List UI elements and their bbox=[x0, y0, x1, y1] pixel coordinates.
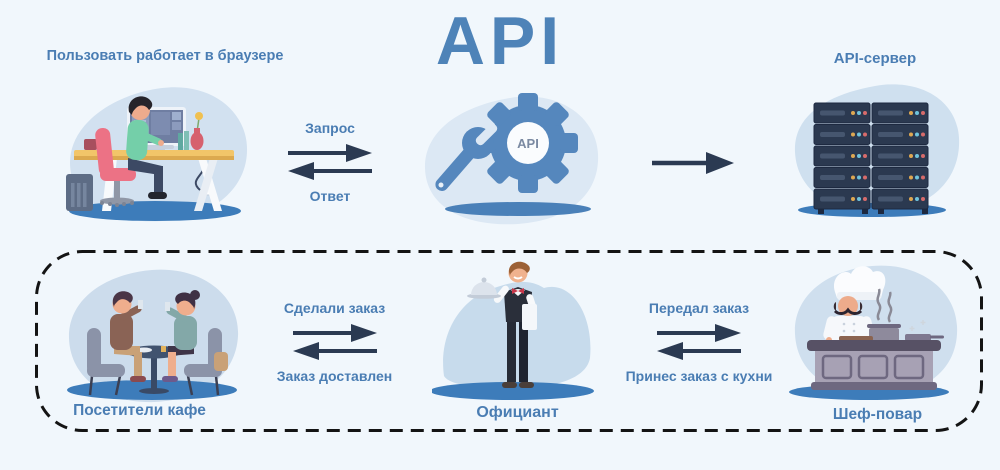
visitors-label: Посетители кафе bbox=[73, 402, 206, 419]
order-brought-label: Принес заказ с кухни bbox=[625, 368, 773, 384]
cooking-pot-icon bbox=[867, 324, 901, 342]
chef-label: Шеф-повар bbox=[832, 406, 923, 423]
bow-tie-icon bbox=[512, 288, 524, 294]
waiter-scene-graphic bbox=[430, 261, 594, 400]
napkin bbox=[522, 304, 537, 330]
chef-illustration bbox=[787, 262, 962, 412]
arrow-right-icon bbox=[346, 144, 372, 162]
order-delivered-label: Заказ доставлен bbox=[276, 368, 393, 384]
wrench-icon bbox=[435, 123, 498, 191]
chef-scene-graphic bbox=[789, 265, 958, 400]
steam-icon bbox=[876, 288, 893, 323]
cafe-analogy-dashed-frame bbox=[35, 250, 983, 432]
trash-bin-icon bbox=[66, 174, 93, 211]
server-status-leds bbox=[851, 111, 925, 201]
waiter-illustration bbox=[430, 258, 607, 411]
double-arrow-icon bbox=[288, 144, 372, 180]
flower-vase-icon bbox=[190, 112, 204, 150]
double-arrow-icon bbox=[292, 324, 377, 360]
server-label: API-сервер bbox=[833, 50, 917, 67]
response-label: Ответ bbox=[309, 188, 351, 204]
cafe-visitors-illustration bbox=[62, 262, 247, 415]
arrow-left-icon bbox=[292, 342, 319, 360]
user-at-computer-illustration bbox=[50, 82, 265, 232]
user-scene-graphic bbox=[66, 87, 248, 222]
server-scene-graphic bbox=[794, 84, 960, 217]
arrow-left-icon bbox=[657, 342, 683, 360]
order-passed-label: Передал заказ bbox=[648, 300, 750, 316]
office-chair-icon bbox=[95, 127, 136, 207]
user-label: Пользовать работает в браузере bbox=[46, 48, 284, 64]
arrow-right-icon bbox=[715, 324, 741, 342]
visitor-woman-figure bbox=[162, 290, 200, 382]
cloche-tray-icon bbox=[467, 277, 501, 299]
gear-to-server-arrow-icon bbox=[652, 152, 734, 174]
handbag-icon bbox=[214, 352, 228, 371]
request-response-arrows: Запрос Ответ bbox=[287, 120, 373, 204]
cafe-chair-right-icon bbox=[184, 328, 228, 396]
api-server-illustration bbox=[785, 76, 965, 226]
kitchen-arrows: Передал заказ Принес заказ с кухни bbox=[625, 300, 773, 384]
frying-pan-icon bbox=[905, 320, 944, 341]
gear-scene-graphic: API bbox=[424, 93, 599, 225]
arrow-right-icon bbox=[350, 324, 377, 342]
cafe-chair-left-icon bbox=[87, 328, 125, 396]
api-badge-circle bbox=[507, 122, 549, 164]
waiter-figure bbox=[467, 261, 537, 388]
waiter-label: Официант bbox=[476, 404, 559, 421]
order-made-label: Сделали заказ bbox=[283, 300, 386, 316]
page-title: API bbox=[435, 3, 565, 79]
double-arrow-icon bbox=[657, 324, 741, 360]
api-core-illustration: API bbox=[410, 90, 610, 237]
visitor-man-figure bbox=[110, 291, 146, 382]
server-rack-icon bbox=[813, 102, 929, 214]
order-arrows: Сделали заказ Заказ доставлен bbox=[277, 300, 392, 384]
arrow-left-icon bbox=[288, 162, 314, 180]
chef-hat-icon bbox=[833, 266, 886, 300]
request-label: Запрос bbox=[305, 120, 355, 136]
user-figure bbox=[126, 96, 167, 199]
mustache-icon bbox=[833, 307, 863, 315]
kitchen-counter-icon bbox=[807, 336, 941, 390]
visitors-scene-graphic bbox=[67, 269, 239, 403]
api-badge-label: API bbox=[517, 136, 539, 151]
